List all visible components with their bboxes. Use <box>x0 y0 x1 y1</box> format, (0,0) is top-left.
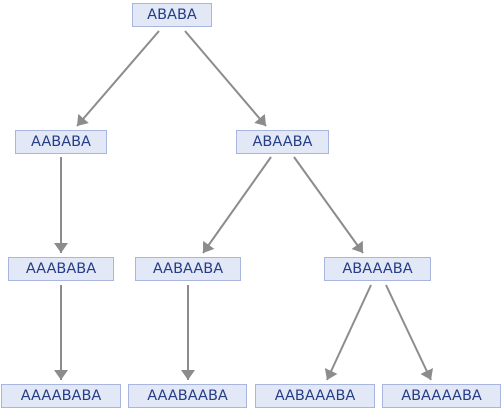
edge-abaaaba-to-abaaaaba <box>385 284 434 381</box>
node-level3-3: AABAAABA <box>255 384 375 408</box>
node-level3-2: AAABAABA <box>128 384 247 408</box>
node-level1-right: ABAABA <box>236 130 329 154</box>
node-level3-4: ABAAAABA <box>382 384 501 408</box>
node-level2-middle: AABAABA <box>135 257 241 281</box>
edge-abaaaba-to-aabaaaba <box>324 284 372 381</box>
node-level2-right: ABAAABA <box>324 257 431 281</box>
node-root: ABABA <box>132 3 212 27</box>
edge-root-to-abaaba <box>184 30 267 127</box>
edge-abaaba-to-aabaaba <box>202 156 272 254</box>
node-level3-1: AAAABABA <box>1 384 121 408</box>
edge-root-to-aababa <box>76 30 160 127</box>
node-level2-left: AAABABA <box>8 257 114 281</box>
node-level1-left: AABABA <box>15 130 107 154</box>
edge-abaaba-to-abaaaba <box>293 156 364 254</box>
